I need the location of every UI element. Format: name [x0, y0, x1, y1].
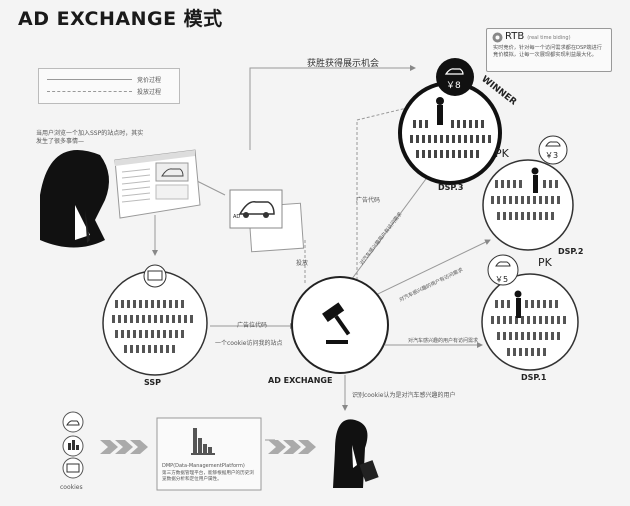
rtb-info-box: RTB(real time biding) 实时竞价，针对每一个访问需求都在DS… [486, 28, 612, 72]
dmp-title: DMP(Data-ManagementPlatform) [162, 463, 245, 469]
cookies-icons [62, 411, 84, 479]
chevron-arrows-right [268, 440, 316, 454]
pk-label-b: PK [538, 256, 552, 269]
edge-deliver: 投放 [296, 260, 309, 267]
edge-visit-site: 一个cookie访问我的站点 [215, 340, 283, 347]
gavel-icon [322, 302, 351, 336]
dsp3-circle [398, 58, 502, 185]
cookies-label: cookies [60, 484, 83, 491]
ad-exchange-circle [291, 276, 389, 374]
solid-line-icon [47, 79, 132, 80]
dmp-desc: 第三方数据管理平台，能够根据用户的历史浏览数据分析和定位用户属性。 [162, 471, 254, 482]
ad-exchange-label: AD EXCHANGE [268, 376, 333, 385]
edge-identify: 识别cookie认为是对汽车感兴趣的用户 [352, 392, 456, 399]
rtb-description: 实时竞价，针对每一个访问需求都在DSP端进行竞价模拟，让每一次展现都实现利益最大… [493, 45, 602, 58]
dsp2-circle [482, 135, 574, 251]
line-browser-ad [194, 179, 226, 196]
ssp-circle [102, 264, 208, 376]
dsp1-circle [481, 254, 579, 371]
win-label: 获胜获得展示机会 [307, 59, 380, 69]
win-line [249, 65, 416, 150]
browser-window-icon [114, 149, 201, 219]
edge-ad-slot-code: 广告位代码 [237, 322, 268, 329]
dsp3-label: DSP.3 [438, 183, 464, 192]
ssp-label: SSP [144, 378, 162, 387]
dsp3-price: ￥8 [446, 81, 461, 91]
user-note: 当用户浏览一个加入SSP的站点时，其实发生了很多事情— [36, 130, 144, 145]
rtb-heading: RTB(real time biding) [505, 31, 571, 42]
edge-ad-code: 广告代码 [356, 197, 381, 204]
connector-lines [152, 65, 491, 441]
dashed-line-icon [47, 91, 132, 92]
dmp-box [156, 417, 262, 491]
chevron-arrows-left [100, 440, 148, 454]
pk-label-a: PK [495, 147, 509, 160]
ad-card-icon [229, 189, 305, 253]
bottom-user-icon [333, 419, 379, 488]
ad-tag: AD [233, 214, 241, 220]
edge-req-dsp1: 对汽车感兴趣的用户有访问需求 [408, 338, 479, 344]
dsp1-price: ￥5 [495, 275, 509, 284]
businessman-icon [40, 150, 109, 248]
dsp1-label: DSP.1 [521, 373, 547, 382]
legend: 竞价过程 投放过程 [38, 68, 180, 104]
dsp2-label: DSP.2 [558, 247, 584, 256]
rtb-logo-icon [492, 32, 503, 43]
dsp2-price: ￥3 [545, 151, 559, 160]
page-title: AD EXCHANGE 模式 [18, 8, 223, 30]
